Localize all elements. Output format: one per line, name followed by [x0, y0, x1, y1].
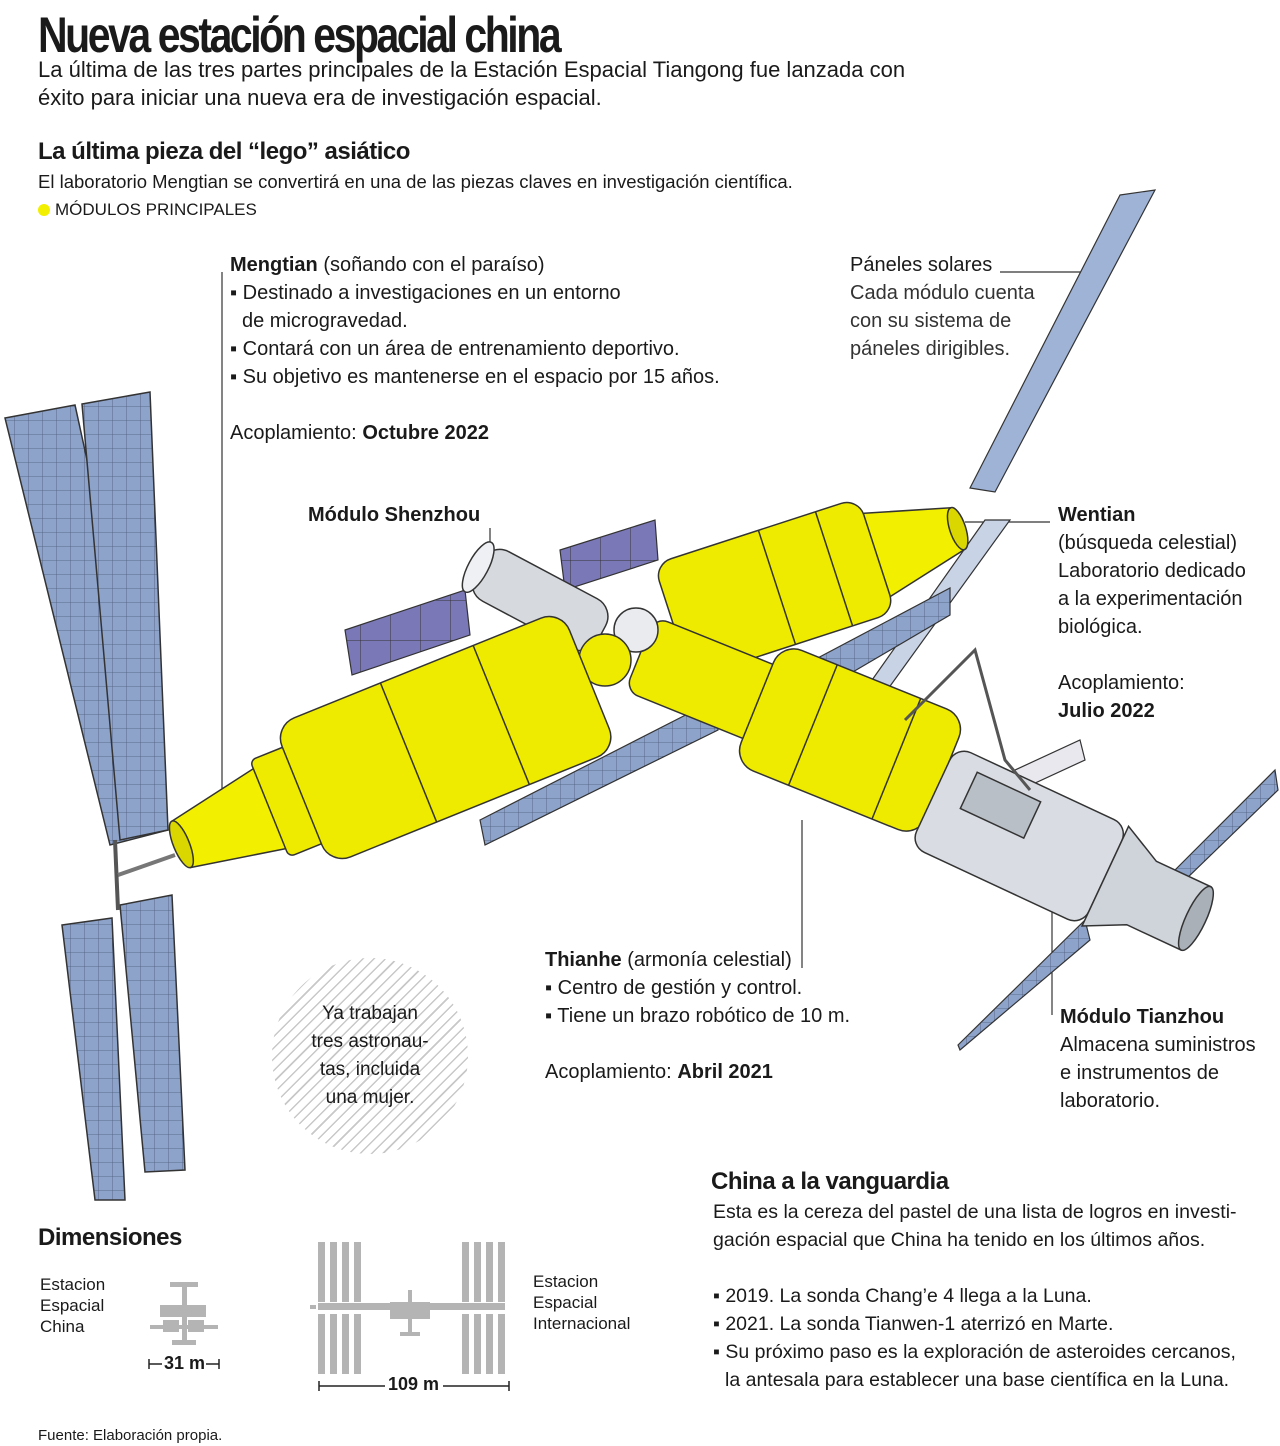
thianhe-bullet: ▪ Tiene un brazo robótico de 10 m.	[545, 1005, 851, 1027]
left-solar-panels	[4, 391, 186, 1201]
mengtian-meaning: (soñando con el paraíso)	[323, 254, 545, 276]
thianhe-docking-label: Acoplamiento:	[545, 1061, 672, 1083]
robotic-arm	[903, 647, 1032, 791]
mengtian-bullet: ▪ Destinado a investigaciones en un ento…	[230, 282, 621, 304]
paneles-info: Páneles solares Cada módulo cuenta con s…	[850, 251, 1035, 363]
vanguardia-bullet: ▪ Su próximo paso es la exploración de a…	[713, 1341, 1236, 1363]
wentian-line: biológica.	[1058, 616, 1143, 638]
tianzhou-name: Módulo Tianzhou	[1060, 1006, 1225, 1028]
astronauts-circle	[272, 958, 468, 1154]
astronauts-line: tas, incluida	[319, 1059, 421, 1080]
thianhe-meaning: (armonía celestial)	[627, 949, 792, 971]
subtitle: La última de las tres partes principales…	[38, 57, 906, 110]
shenzhou-panels	[344, 519, 659, 676]
mengtian-docking-label: Acoplamiento:	[230, 422, 357, 444]
wentian-info: Wentian (búsqueda celestial) Laboratorio…	[1058, 501, 1246, 725]
tianzhou-info: Módulo Tianzhou Almacena suministros e i…	[1060, 1003, 1256, 1115]
label-line: Espacial	[533, 1293, 598, 1312]
mengtian-bullet: ▪ Su objetivo es mantenerse en el espaci…	[230, 366, 720, 388]
vanguardia-line: gación espacial que China ha tenido en l…	[713, 1229, 1206, 1251]
tianhe-module	[578, 607, 962, 832]
astronauts-line: tres astronau-	[311, 1031, 429, 1052]
label-line: Espacial	[40, 1296, 105, 1315]
paneles-line: Cada módulo cuenta	[850, 282, 1035, 304]
legend-label: MÓDULOS PRINCIPALES	[55, 200, 257, 219]
mengtian-module	[168, 615, 612, 869]
mengtian-bullet: de microgravedad.	[242, 310, 408, 332]
tianzhou-module	[914, 750, 1215, 952]
paneles-name: Páneles solares	[850, 254, 993, 276]
page-title: Nueva estación espacial china	[38, 7, 562, 63]
thianhe-info: Thianhe (armonía celestial) ▪ Centro de …	[545, 946, 850, 1086]
china-size: 31 m	[164, 1353, 206, 1373]
wentian-line: a la experimentación	[1058, 588, 1243, 610]
thianhe-bullet: ▪ Centro de gestión y control.	[545, 977, 803, 999]
vanguardia-bullet: ▪ 2021. La sonda Tianwen-1 aterrizó en M…	[713, 1313, 1114, 1335]
dimensiones-heading: Dimensiones	[38, 1224, 182, 1251]
mengtian-info: Mengtian (soñando con el paraíso) ▪ Dest…	[230, 251, 720, 447]
vanguardia-line: Esta es la cereza del pastel de una list…	[713, 1201, 1237, 1223]
iss-icon	[310, 1242, 505, 1374]
tianzhou-line: laboratorio.	[1060, 1090, 1161, 1112]
mengtian-docking-date: Octubre 2022	[362, 422, 490, 444]
section-heading: La última pieza del “lego” asiático	[38, 138, 410, 165]
wentian-line: (búsqueda celestial)	[1058, 532, 1237, 554]
astronauts-line: Ya trabajan	[322, 1003, 418, 1024]
vanguardia-bullet: la antesala para establecer una base cie…	[725, 1369, 1230, 1391]
iss-size: 109 m	[388, 1374, 440, 1394]
vanguardia-heading: China a la vanguardia	[711, 1168, 949, 1195]
leader-lines	[221, 271, 1088, 1015]
label-line: China	[40, 1317, 85, 1336]
wentian-name: Wentian	[1058, 504, 1136, 526]
wentian-line: Laboratorio dedicado	[1058, 560, 1246, 582]
tianzhou-line: e instrumentos de	[1060, 1062, 1219, 1084]
mengtian-bullet: ▪ Contará con un área de entrenamiento d…	[230, 338, 680, 360]
shenzhou-name: Módulo Shenzhou	[308, 504, 481, 526]
astronauts-line: una mujer.	[325, 1087, 415, 1108]
wentian-docking-label: Acoplamiento:	[1058, 672, 1185, 694]
wentian-module	[657, 501, 969, 675]
legend: MÓDULOS PRINCIPALES	[38, 200, 257, 220]
paneles-line: páneles dirigibles.	[850, 338, 1011, 360]
source: Fuente: Elaboración propia.	[38, 1427, 223, 1444]
vanguardia-text: Esta es la cereza del pastel de una list…	[713, 1198, 1237, 1394]
vanguardia-bullet: ▪ 2019. La sonda Chang’e 4 llega a la Lu…	[713, 1285, 1092, 1307]
china-station-icon	[150, 1282, 218, 1345]
thianhe-docking-date: Abril 2021	[677, 1061, 773, 1083]
paneles-line: con su sistema de	[850, 310, 1012, 332]
label-line: Estacion	[40, 1275, 106, 1294]
iss-label: Estacion Espacial Internacional	[533, 1271, 630, 1334]
china-station-label: Estacion Espacial China	[40, 1274, 105, 1337]
label-line: Estacion	[533, 1272, 599, 1291]
legend-dot-icon	[38, 204, 50, 216]
tianzhou-line: Almacena suministros	[1060, 1034, 1256, 1056]
astronauts-note: Ya trabajan tres astronau- tas, incluida…	[290, 1000, 450, 1112]
section-description: El laboratorio Mengtian se convertirá en…	[38, 171, 793, 192]
wentian-docking-date: Julio 2022	[1058, 700, 1155, 722]
thianhe-name: Thianhe	[545, 949, 622, 971]
dimension-lines	[148, 1359, 510, 1391]
mengtian-name: Mengtian	[230, 254, 318, 276]
label-line: Internacional	[533, 1314, 631, 1333]
